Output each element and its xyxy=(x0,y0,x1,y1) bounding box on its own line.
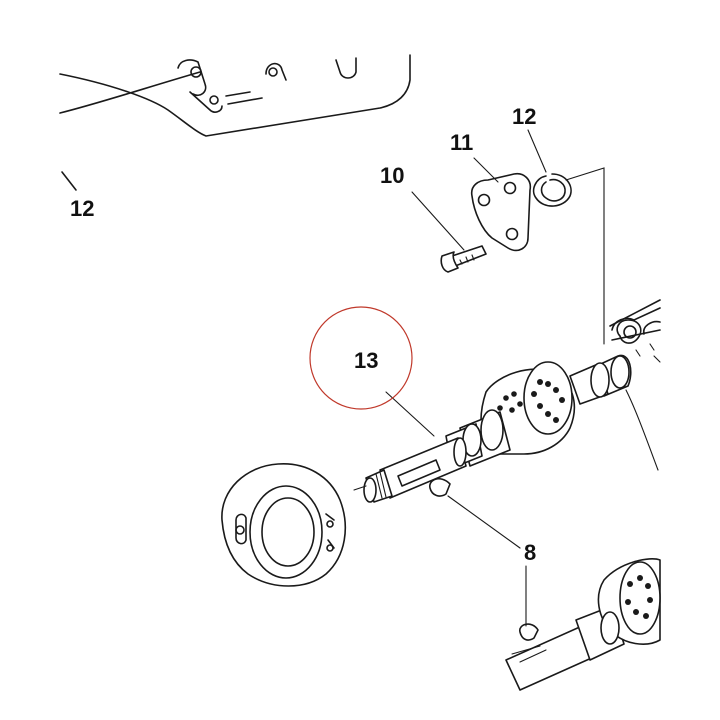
camshaft-part xyxy=(363,354,632,503)
callout-8: 8 xyxy=(524,540,536,565)
callout-13: 13 xyxy=(354,348,378,373)
housing-part xyxy=(59,54,411,191)
callout-11: 11 xyxy=(450,130,473,155)
callout-12-left: 12 xyxy=(70,196,94,221)
bracket-plate-part xyxy=(470,172,532,252)
leader-lines xyxy=(353,129,547,627)
woodruff-key-part xyxy=(429,477,539,641)
callout-12-right: 12 xyxy=(512,104,536,129)
pulley-cover-part xyxy=(221,463,346,587)
camshaft-lower-part xyxy=(505,558,661,691)
side-cover-part xyxy=(609,299,661,363)
bolt-part xyxy=(440,245,487,273)
assembly-indicator-lines xyxy=(565,167,659,471)
snap-ring-part xyxy=(532,173,572,207)
callout-10: 10 xyxy=(380,163,404,188)
callout-highlight-circle xyxy=(309,306,413,410)
